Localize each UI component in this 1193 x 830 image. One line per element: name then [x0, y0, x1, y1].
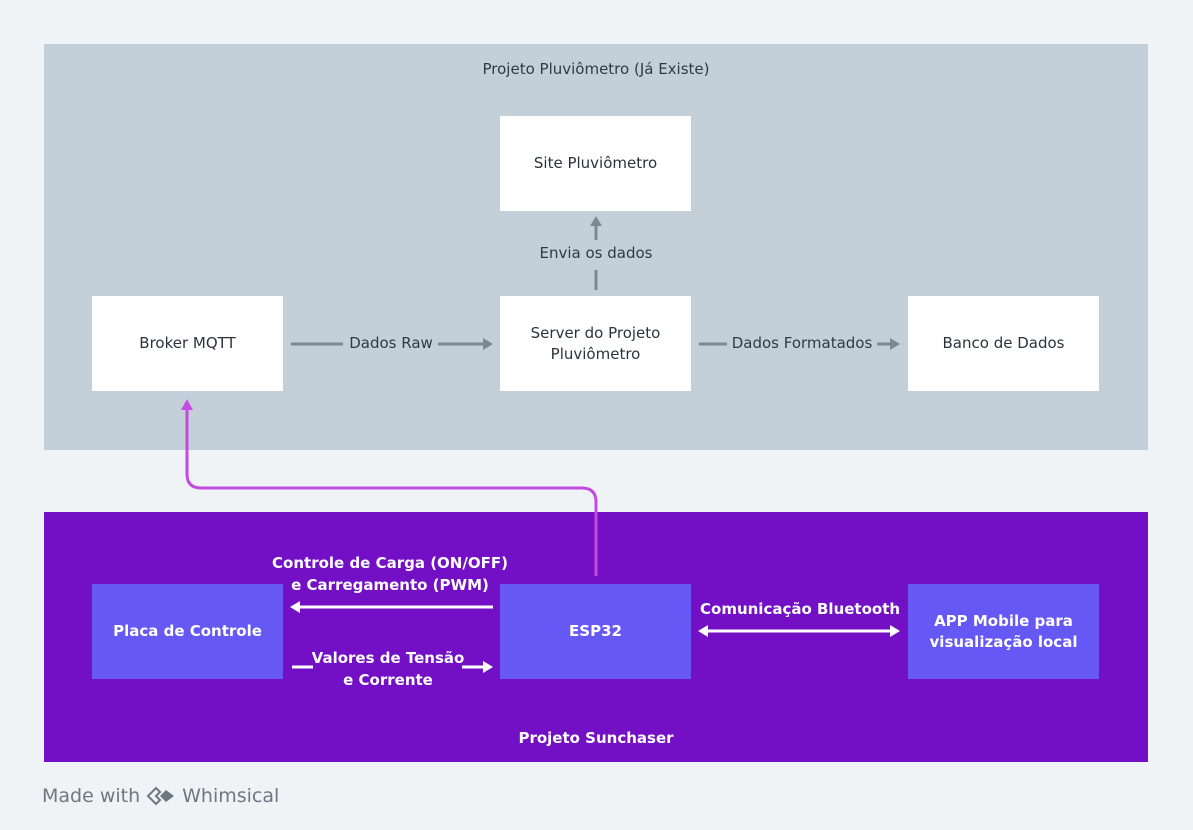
node-label: Server do Projeto Pluviômetro	[530, 323, 661, 363]
node-label: Site Pluviômetro	[533, 154, 658, 172]
node-label: APP Mobile para visualização local	[929, 611, 1078, 651]
node-server-pluviometro[interactable]: Server do Projeto Pluviômetro	[500, 296, 691, 391]
whimsical-logo-icon	[146, 786, 175, 806]
edge-label-controle-line2: e Carregamento (PWM)	[291, 576, 489, 594]
group-title-sunchaser: Projeto Sunchaser	[518, 729, 674, 747]
node-label: Banco de Dados	[942, 334, 1065, 352]
edge-label-valores-line2: e Corrente	[343, 671, 433, 689]
node-placa-de-controle[interactable]: Placa de Controle	[92, 584, 283, 679]
edge-label-valores-line1: Valores de Tensão	[311, 649, 465, 667]
node-site-pluviometro[interactable]: Site Pluviômetro	[500, 116, 691, 211]
whimsical-footer[interactable]: Made with Whimsical	[42, 785, 279, 807]
node-app-mobile[interactable]: APP Mobile para visualização local	[908, 584, 1099, 679]
node-label: Broker MQTT	[139, 334, 236, 352]
footer-brand: Whimsical	[182, 785, 280, 807]
edge-label-bluetooth: Comunicação Bluetooth	[700, 600, 901, 618]
node-banco-de-dados[interactable]: Banco de Dados	[908, 296, 1099, 391]
footer-prefix: Made with	[42, 785, 141, 807]
node-esp32[interactable]: ESP32	[500, 584, 691, 679]
node-label: Placa de Controle	[113, 622, 262, 640]
node-broker-mqtt[interactable]: Broker MQTT	[92, 296, 283, 391]
group-title-pluviometro: Projeto Pluviômetro (Já Existe)	[482, 60, 710, 78]
node-label: ESP32	[569, 622, 622, 640]
edge-label-envia: Envia os dados	[539, 244, 653, 262]
edge-label-raw: Dados Raw	[349, 334, 433, 352]
edge-label-formatados: Dados Formatados	[731, 334, 873, 352]
edge-label-controle-line1: Controle de Carga (ON/OFF)	[272, 554, 508, 572]
